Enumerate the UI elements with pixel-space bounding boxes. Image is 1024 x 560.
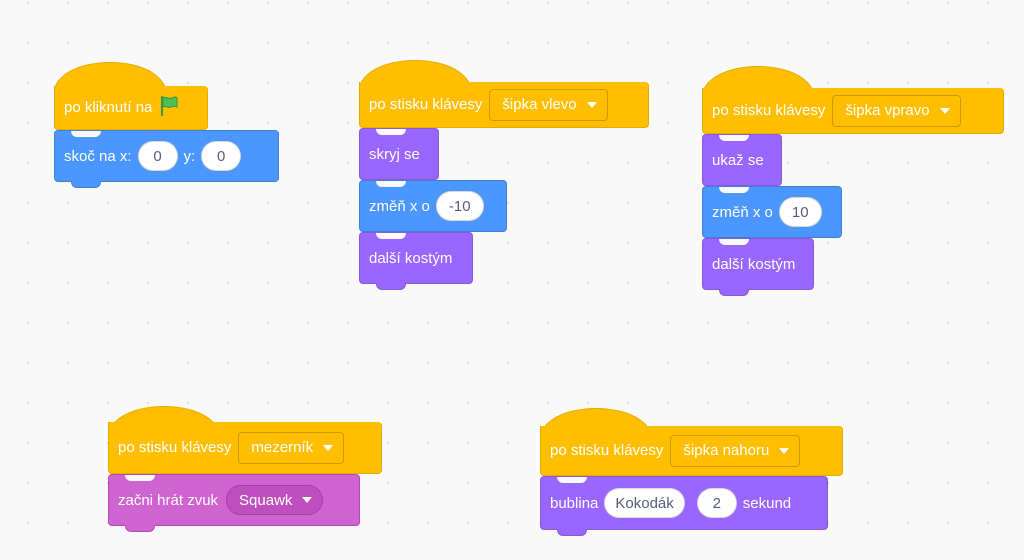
go-to-y-label: y: bbox=[183, 147, 196, 165]
say-for-secs-block[interactable]: bublina Kokodák 2 sekund bbox=[540, 476, 828, 536]
key-dropdown[interactable]: šipka vpravo bbox=[832, 94, 961, 127]
key-dropdown[interactable]: mezerník bbox=[238, 431, 345, 464]
key-dropdown[interactable]: šipka vlevo bbox=[489, 88, 608, 121]
when-flag-clicked-block[interactable]: po kliknutí na bbox=[54, 86, 208, 130]
block-notch bbox=[376, 181, 406, 187]
next-costume-block[interactable]: další kostým bbox=[359, 232, 473, 290]
chevron-down-icon bbox=[939, 107, 950, 114]
hat-label: po stisku klávesy bbox=[118, 439, 232, 456]
change-x-input[interactable]: 10 bbox=[778, 197, 822, 227]
green-flag-icon bbox=[158, 95, 180, 121]
start-sound-block[interactable]: začni hrát zvuk Squawk bbox=[108, 474, 360, 532]
block-notch bbox=[719, 239, 749, 245]
key-value: šipka vpravo bbox=[845, 102, 930, 119]
seconds-unit-label: sekund bbox=[742, 494, 792, 512]
when-key-pressed-block[interactable]: po stisku klávesy šipka vlevo bbox=[359, 82, 649, 128]
hide-block[interactable]: skryj se bbox=[359, 128, 439, 180]
hide-label: skryj se bbox=[369, 145, 420, 163]
block-notch bbox=[719, 187, 749, 193]
next-costume-label: další kostým bbox=[712, 255, 796, 273]
sound-dropdown[interactable]: Squawk bbox=[226, 485, 324, 515]
hat-label: po stisku klávesy bbox=[369, 96, 483, 113]
block-tab bbox=[376, 283, 406, 290]
when-key-pressed-block[interactable]: po stisku klávesy mezerník bbox=[108, 422, 382, 474]
chevron-down-icon bbox=[302, 497, 313, 503]
key-value: šipka nahoru bbox=[683, 442, 770, 459]
block-notch bbox=[557, 477, 587, 483]
block-notch bbox=[719, 135, 749, 141]
chevron-down-icon bbox=[323, 444, 334, 451]
change-x-label: změň x o bbox=[712, 203, 773, 221]
show-block[interactable]: ukaž se bbox=[702, 134, 782, 186]
x-input[interactable]: 0 bbox=[137, 141, 178, 171]
block-notch bbox=[71, 131, 101, 137]
hat-label: po stisku klávesy bbox=[550, 442, 664, 459]
go-to-x-label: skoč na x: bbox=[64, 147, 132, 165]
hat-label: po stisku klávesy bbox=[712, 102, 826, 119]
key-value: mezerník bbox=[251, 439, 314, 456]
block-notch bbox=[376, 233, 406, 239]
message-input[interactable]: Kokodák bbox=[604, 488, 685, 518]
show-label: ukaž se bbox=[712, 151, 764, 169]
block-tab bbox=[125, 525, 155, 532]
go-to-xy-block[interactable]: skoč na x: 0 y: 0 bbox=[54, 130, 279, 188]
block-tab bbox=[557, 529, 587, 536]
next-costume-block[interactable]: další kostým bbox=[702, 238, 814, 296]
chevron-down-icon bbox=[779, 447, 790, 454]
key-value: šipka vlevo bbox=[502, 96, 577, 113]
y-input[interactable]: 0 bbox=[201, 141, 242, 171]
change-x-label: změň x o bbox=[369, 197, 430, 215]
block-tab bbox=[71, 181, 101, 188]
change-x-block[interactable]: změň x o -10 bbox=[359, 180, 507, 232]
when-key-pressed-block[interactable]: po stisku klávesy šipka nahoru bbox=[540, 426, 843, 476]
when-key-pressed-block[interactable]: po stisku klávesy šipka vpravo bbox=[702, 88, 1004, 134]
change-x-block[interactable]: změň x o 10 bbox=[702, 186, 842, 238]
change-x-input[interactable]: -10 bbox=[435, 191, 484, 221]
sound-value: Squawk bbox=[239, 491, 293, 509]
hat-label: po kliknutí na bbox=[64, 99, 153, 116]
key-dropdown[interactable]: šipka nahoru bbox=[670, 434, 801, 467]
block-notch bbox=[376, 129, 406, 135]
chevron-down-icon bbox=[586, 101, 597, 108]
seconds-input[interactable]: 2 bbox=[696, 488, 737, 518]
block-tab bbox=[719, 289, 749, 296]
start-sound-label: začni hrát zvuk bbox=[118, 491, 219, 509]
say-label: bublina bbox=[550, 494, 599, 512]
next-costume-label: další kostým bbox=[369, 249, 453, 267]
block-notch bbox=[125, 475, 155, 481]
